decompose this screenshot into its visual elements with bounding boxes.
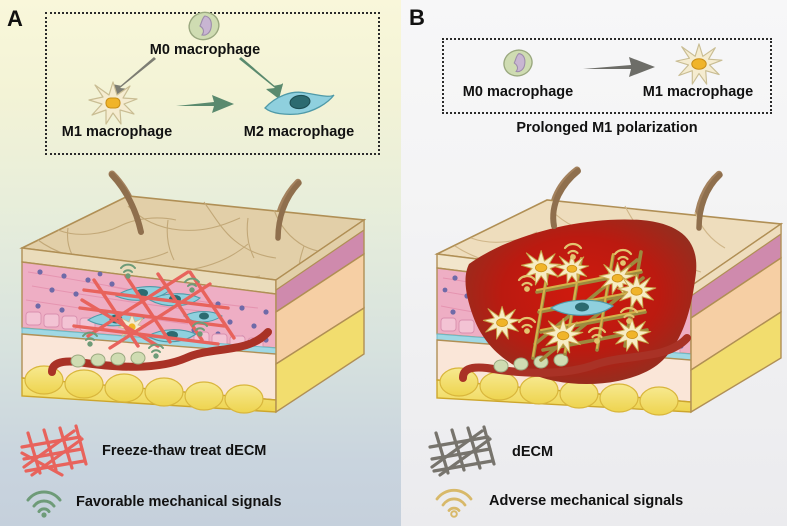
panel-b-prolonged-caption: Prolonged M1 polarization	[516, 120, 698, 136]
legend-a-dECM: Freeze-thaw treat dECM	[18, 423, 266, 479]
signal-icon-gold	[431, 484, 477, 518]
panel-a: A M0 macrophage M1 macrophage	[0, 0, 401, 526]
panel-b-label: B	[409, 5, 425, 30]
skin-block-healthy	[19, 170, 367, 414]
panel-a-label: A	[7, 6, 23, 31]
legend-b-signals: Adverse mechanical signals	[431, 484, 683, 518]
skin-block-inflamed	[434, 166, 784, 416]
legend-a-signals-label: Favorable mechanical signals	[76, 494, 282, 510]
arrow-m0-to-m2	[239, 57, 283, 99]
mesh-icon-red	[18, 423, 90, 479]
mesh-icon-gray	[426, 425, 498, 479]
panel-a-polarization-box	[45, 12, 380, 155]
panel-a-m1-label: M1 macrophage	[61, 124, 173, 140]
legend-b-signals-label: Adverse mechanical signals	[489, 493, 684, 509]
legend-b-dECM: dECM	[426, 425, 553, 479]
m1-macrophage-icon	[88, 81, 138, 125]
tissue-m1-cells	[482, 249, 657, 354]
legend-a-dECM-label: Freeze-thaw treat dECM	[102, 443, 267, 459]
arrow-m0-to-m1	[583, 57, 655, 77]
m0-macrophage-icon	[188, 11, 220, 41]
m2-macrophage-icon	[264, 91, 335, 115]
panel-a-m2-label: M2 macrophage	[243, 124, 355, 140]
panel-a-m0-label: M0 macrophage	[149, 42, 261, 58]
signal-waves-gold	[517, 242, 639, 344]
panel-b-polarization-box	[442, 38, 772, 114]
signal-waves-green	[82, 263, 208, 359]
legend-a-signals: Favorable mechanical signals	[22, 486, 282, 518]
panel-b-m0-label: M0 macrophage	[462, 84, 574, 100]
signal-icon-green	[22, 486, 66, 518]
panel-b-m1-label: M1 macrophage	[642, 84, 754, 100]
m0-macrophage-icon	[503, 49, 533, 77]
legend-b-dECM-label: dECM	[512, 444, 554, 460]
arrow-m1-to-m2	[176, 95, 234, 113]
m1-macrophage-icon	[675, 43, 723, 85]
panel-b: B M0 macrophage M1 macrophage Prolonged …	[401, 0, 787, 526]
